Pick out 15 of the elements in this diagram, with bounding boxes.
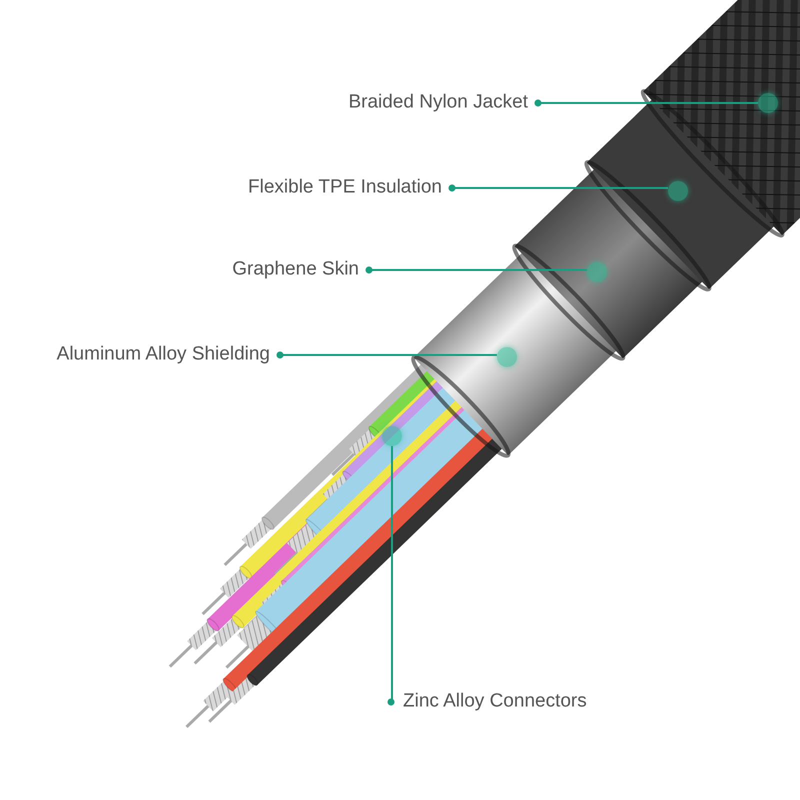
leader-line	[448, 184, 668, 192]
part-label: Zinc Alloy Connectors	[391, 690, 587, 714]
part-label: Aluminum Alloy Shielding	[56, 344, 280, 366]
target-marker	[497, 347, 517, 367]
target-marker	[758, 93, 778, 113]
part-label: Flexible TPE Insulation	[248, 176, 452, 200]
target-marker	[668, 181, 688, 201]
leader-line	[366, 266, 587, 274]
part-label: Graphene Skin	[232, 258, 369, 282]
leader-line	[276, 352, 497, 358]
target-marker	[587, 262, 607, 282]
target-marker	[382, 426, 402, 446]
leader-line	[388, 446, 394, 706]
leader-line	[534, 100, 758, 106]
part-label: Braided Nylon Jacket	[348, 92, 538, 114]
